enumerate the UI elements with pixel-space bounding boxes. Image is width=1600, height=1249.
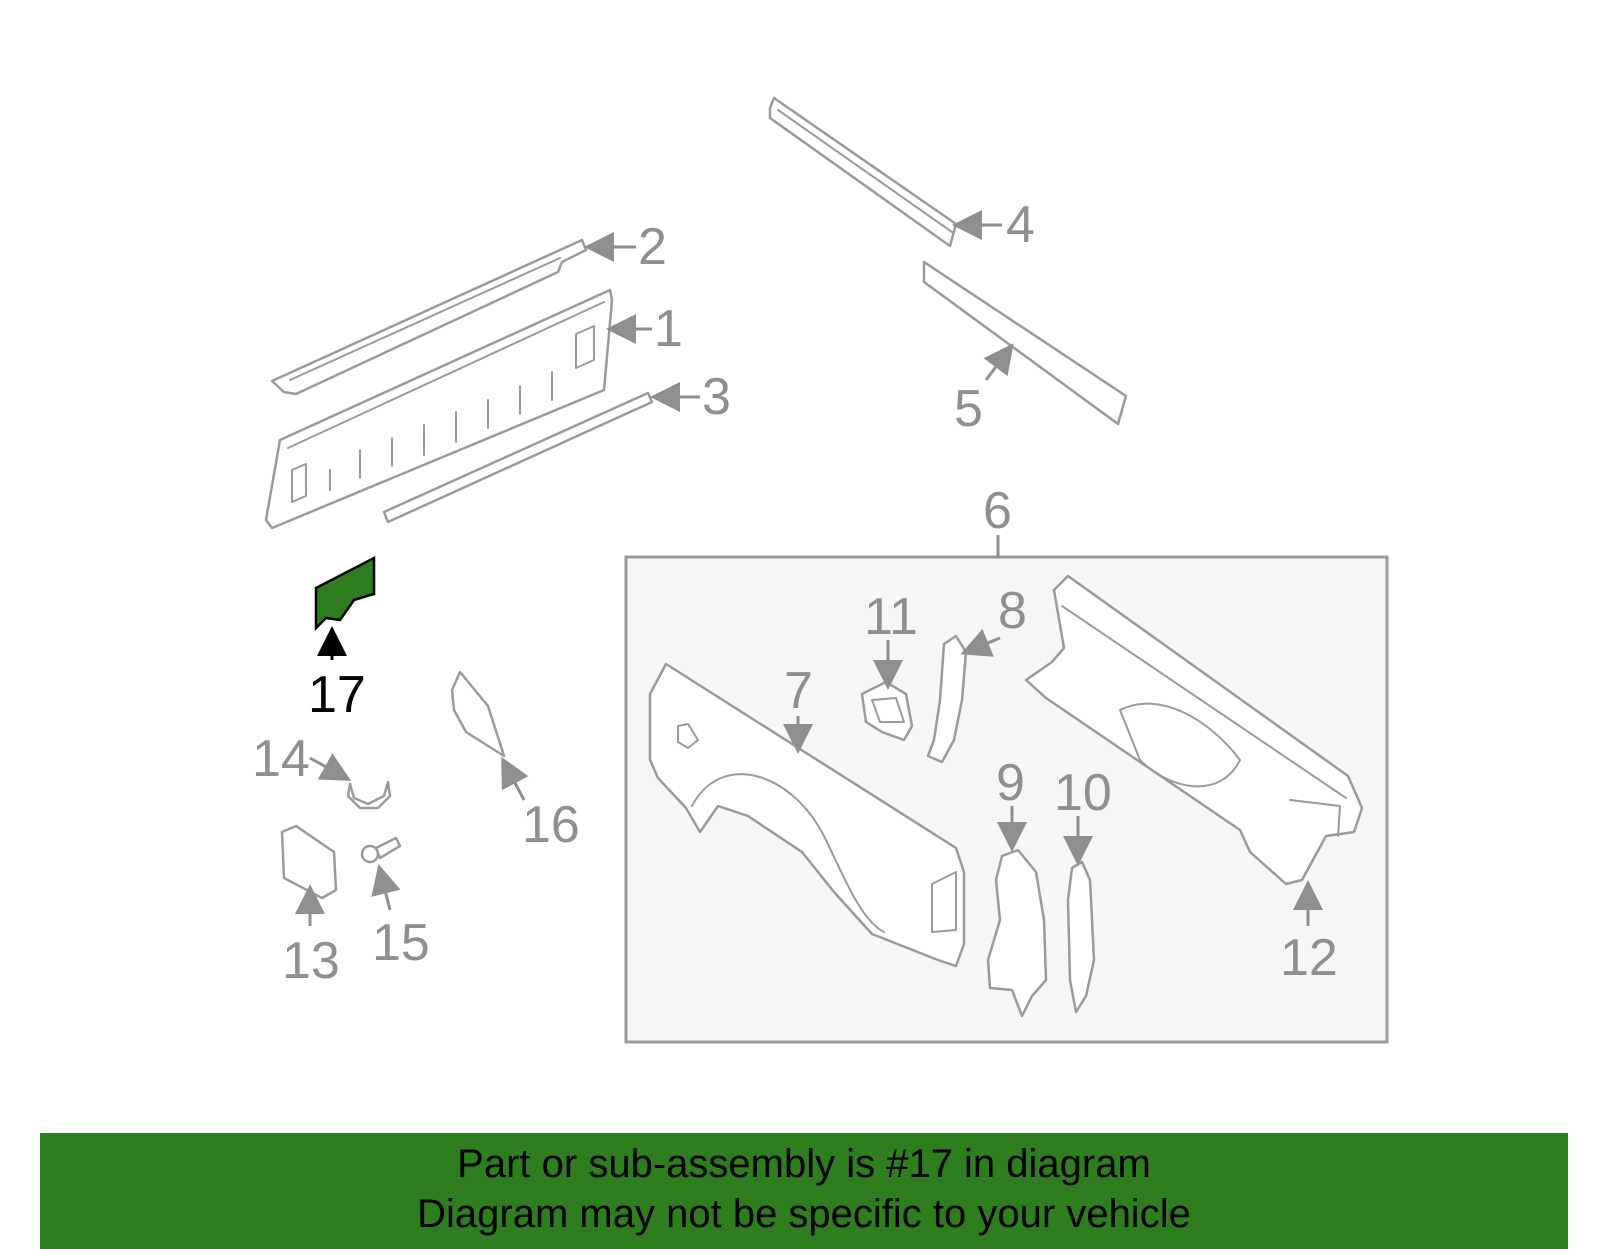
callout-4: 4 [1006, 196, 1035, 254]
callout-9: 9 [996, 754, 1025, 812]
parts-diagram: 1 2 3 4 5 6 7 8 9 10 11 12 13 14 15 16 1… [252, 96, 1389, 1044]
part-4-upper-rail[interactable] [768, 96, 958, 248]
callout-2: 2 [638, 218, 667, 276]
part-7-side-panel[interactable] [648, 662, 966, 968]
part-14-clip[interactable] [346, 780, 392, 810]
part-12-bed-floor[interactable] [1024, 574, 1364, 886]
callout-17: 17 [308, 666, 366, 724]
callout-11: 11 [864, 588, 918, 646]
callout-12: 12 [1280, 929, 1338, 987]
callout-1: 1 [654, 300, 683, 358]
part-15-bolt[interactable] [360, 836, 402, 864]
callout-10: 10 [1054, 764, 1112, 822]
part-13-pad[interactable] [280, 824, 338, 900]
callout-8: 8 [998, 582, 1027, 640]
callout-13: 13 [282, 932, 340, 990]
part-10-strip[interactable] [1066, 860, 1096, 1014]
callout-3: 3 [702, 368, 731, 426]
callout-5: 5 [954, 380, 983, 438]
callout-leaders [295, 210, 1323, 926]
part-2-top-rail[interactable] [270, 238, 588, 396]
banner-line-1: Part or sub-assembly is #17 in diagram [457, 1142, 1151, 1186]
part-17-bracket[interactable] [314, 555, 376, 632]
callout-16: 16 [522, 796, 580, 854]
callout-14: 14 [252, 730, 310, 788]
part-5-strip[interactable] [922, 260, 1128, 426]
part-9-pillar[interactable] [986, 848, 1048, 1018]
callout-15: 15 [372, 914, 430, 972]
callout-6: 6 [983, 482, 1012, 540]
banner-line-2: Diagram may not be specific to your vehi… [417, 1192, 1191, 1236]
callout-7: 7 [784, 662, 813, 720]
info-banner: Part or sub-assembly is #17 in diagram D… [40, 1133, 1568, 1249]
part-16-plate[interactable] [450, 670, 506, 758]
part-1-front-panel[interactable] [264, 288, 614, 530]
